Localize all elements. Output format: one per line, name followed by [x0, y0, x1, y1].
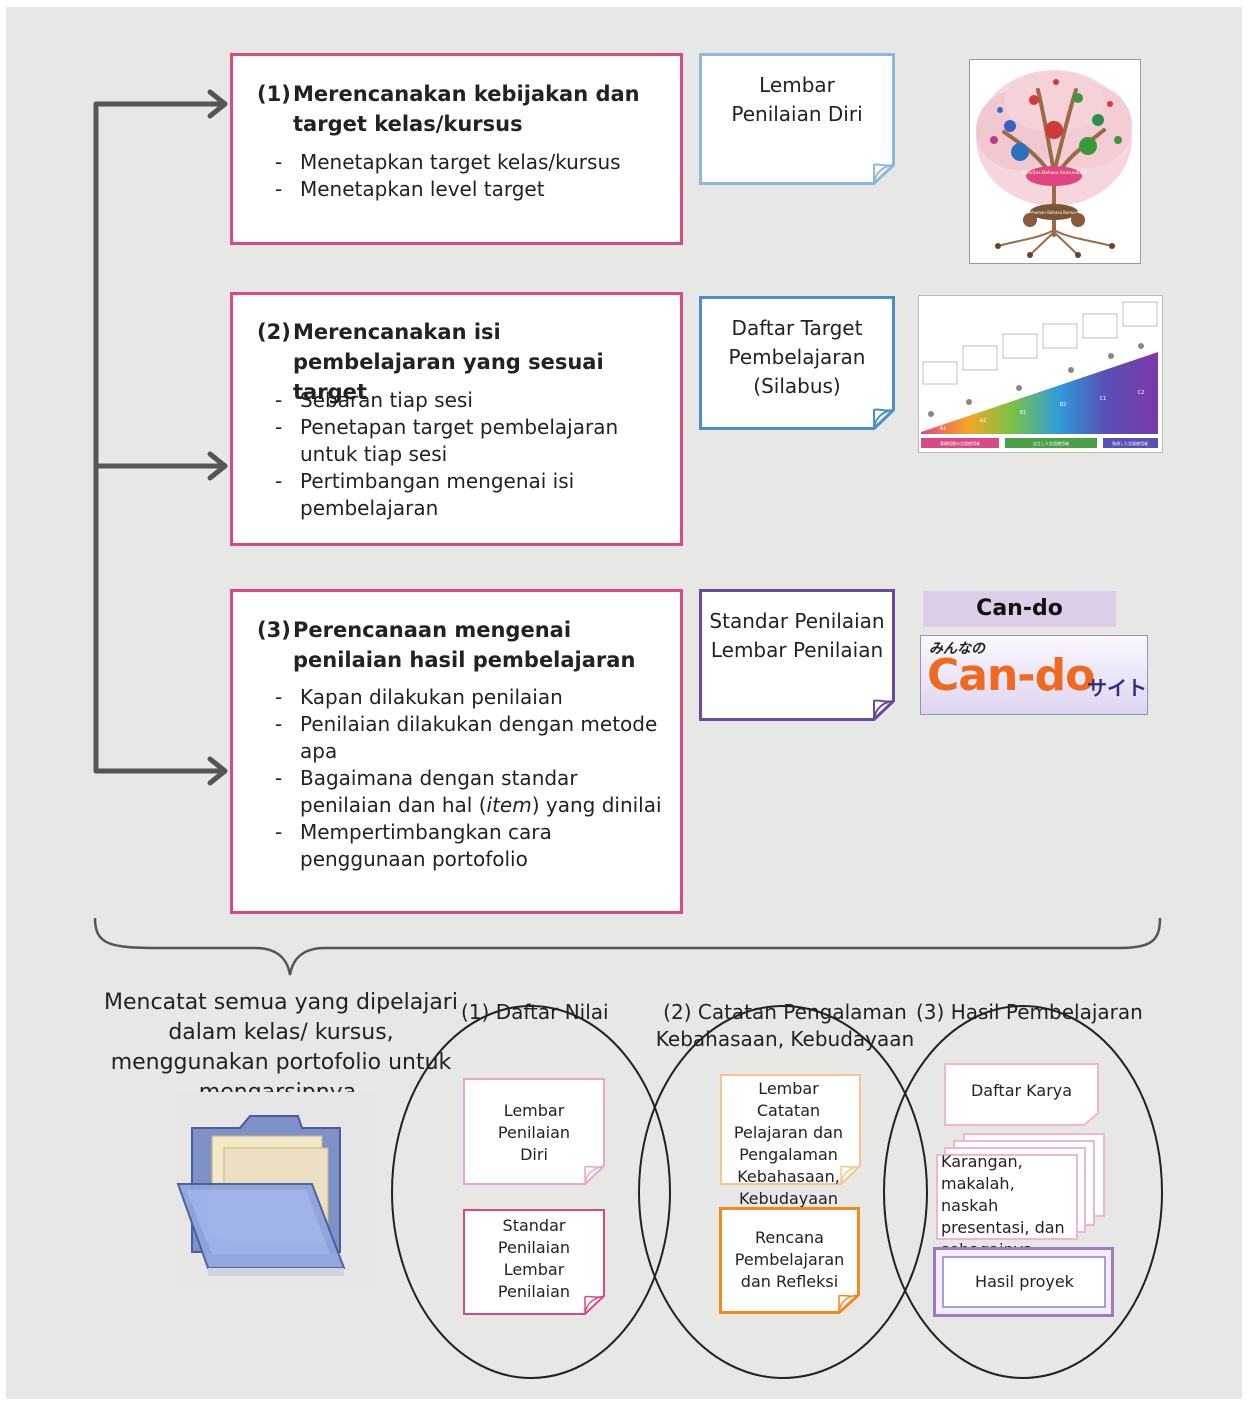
tree-trunk-label: Aktivitas Bahasa Komunikatif [1021, 170, 1087, 176]
tree-root-label: Pemahaman Bahasa Komunikatif [1021, 210, 1088, 215]
step-1-bullet: Menetapkan target kelas/kursus [275, 149, 666, 176]
step-3-bullet: Kapan dilakukan penilaian [275, 684, 666, 711]
level-a1: A1 [940, 426, 947, 432]
doc-rencana-pembelajaran: Rencana Pembelajaran dan Refleksi [719, 1207, 860, 1314]
step-2-box: (2)Merencanakan isi pembelajaran yang se… [230, 292, 683, 546]
level-c1: C1 [1100, 396, 1107, 402]
ellipse-1 [391, 1005, 671, 1379]
level-b1: B1 [1020, 410, 1027, 416]
brace [93, 917, 1162, 976]
can-do-logo-main: Can-do [927, 650, 1095, 701]
ellipse-2 [638, 1005, 928, 1379]
arrow-to-step-1 [93, 89, 228, 119]
ellipse-3-label: (3) Hasil Pembelajaran [916, 1000, 1143, 1024]
arrow-to-step-3 [93, 756, 228, 786]
note-lembar-penilaian-diri: Lembar Penilaian Diri [699, 53, 895, 185]
doc-hasil-proyek: Hasil proyek [933, 1247, 1116, 1319]
footer-independent: 自立した言語使用者 [1033, 440, 1069, 446]
ellipse-1-label: (1) Daftar Nilai [461, 1000, 609, 1024]
step-2-bullet: Penetapan target pembelajaran untuk tiap… [275, 414, 666, 468]
step-1-bullet: Menetapkan level target [275, 176, 666, 203]
level-a2: A2 [980, 418, 987, 424]
level-c2: C2 [1138, 390, 1145, 396]
can-do-logo-top: みんなの [929, 641, 985, 657]
doc-karangan-stack: Karangan, makalah, naskah presentasi, da… [936, 1133, 1105, 1259]
can-do-label: Can-do [923, 591, 1116, 627]
can-do-site-logo: みんなの Can-do サイト [920, 635, 1148, 715]
doc-lembar-catatan: Lembar Catatan Pelajaran dan Pengalaman … [720, 1074, 861, 1208]
step-3-title: (3)Perencanaan mengenai penilaian hasil … [257, 618, 636, 672]
step-3-box: (3)Perencanaan mengenai penilaian hasil … [230, 589, 683, 914]
step-3-bullet: Penilaian dilakukan dengan metode apa [275, 711, 666, 765]
level-b2: B2 [1060, 402, 1067, 408]
syllabus-staircase-image: A1 A2 B1 B2 C1 C2 基礎段階の言語使用者 自立した言語使用者 熟… [918, 295, 1163, 453]
step-2-bullet: Sebaran tiap sesi [275, 387, 666, 414]
ellipse-2-label: (2) Catatan Pengalaman Kebahasaan, Kebud… [655, 1000, 915, 1051]
note-standar-penilaian: Standar Penilaian Lembar Penilaian [699, 589, 895, 721]
ellipse-3 [883, 1005, 1163, 1379]
doc-lembar-penilaian-diri: Lembar Penilaian Diri [463, 1078, 605, 1185]
step-1-box: (1)Merencanakan kebijakan dan target kel… [230, 53, 683, 245]
step-3-bullet: Mempertimbangkan cara penggunaan portofo… [275, 819, 666, 873]
italic-item: item [486, 793, 532, 817]
can-do-tree-image: Aktivitas Bahasa Komunikatif Pemahaman B… [969, 59, 1141, 264]
note-daftar-target: Daftar Target Pembelajaran (Silabus) [699, 296, 895, 430]
can-do-logo-suffix: サイト [1087, 676, 1147, 700]
portfolio-description: Mencatat semua yang dipelajari dalam kel… [104, 990, 458, 1105]
step-1-bullets: Menetapkan target kelas/kursus Menetapka… [275, 149, 666, 203]
arrow-to-step-2 [93, 451, 228, 481]
folder-icon [172, 1092, 375, 1287]
footer-proficient: 熟達した言語使用者 [1112, 440, 1148, 446]
step-3-bullets: Kapan dilakukan penilaian Penilaian dila… [275, 684, 666, 873]
step-2-bullets: Sebaran tiap sesi Penetapan target pembe… [275, 387, 666, 522]
doc-standar-penilaian: Standar Penilaian Lembar Penilaian [463, 1209, 605, 1315]
footer-basic: 基礎段階の言語使用者 [940, 440, 980, 446]
doc-daftar-karya: Daftar Karya [944, 1063, 1099, 1126]
step-3-bullet: Bagaimana dengan standar penilaian dan h… [275, 765, 666, 819]
step-2-bullet: Pertimbangan mengenai isi pembelajaran [275, 468, 666, 522]
step-1-title: (1)Merencanakan kebijakan dan target kel… [257, 82, 640, 136]
